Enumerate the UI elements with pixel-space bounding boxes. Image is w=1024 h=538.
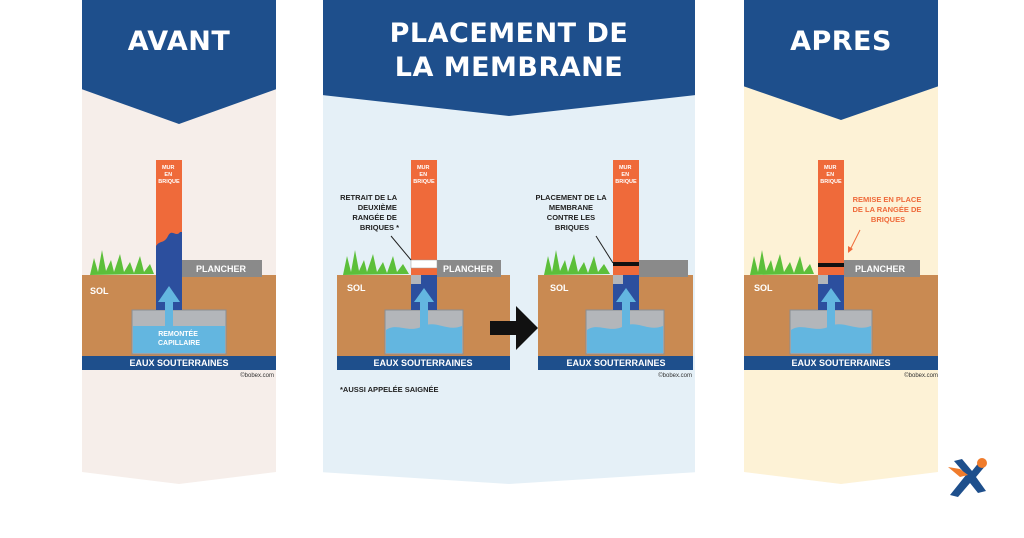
diagram-placement-step1: MUR EN BRIQUE RETRAIT DE LA DEUXIÈME RAN…: [337, 160, 510, 370]
bobex-person-logo-icon: [948, 458, 987, 497]
replace-label: REMISE EN PLACE DE LA RANGÉE DE BRIQUES: [853, 195, 924, 224]
water-pool: [587, 324, 663, 353]
credit-label: ©bobex.com: [658, 372, 692, 379]
grey-corner: [613, 275, 623, 284]
capillary-label: REMONTÉE CAPILLAIRE: [158, 329, 200, 347]
pointer-line: [390, 235, 412, 261]
diagram-placement-step2: MUR EN BRIQUE PLACEMENT DE LA MEMBRANE C…: [535, 160, 693, 379]
panel-banner: PLACEMENT DE LA MEMBRANE: [323, 0, 695, 116]
groundwater-band: [337, 356, 510, 370]
wall-label: MUR EN BRIQUE: [413, 165, 435, 185]
panel-title-line2: LA MEMBRANE: [394, 52, 624, 83]
capillary-arrow: [158, 286, 180, 340]
water-pool: [386, 324, 462, 353]
water-pool: [791, 324, 871, 353]
membrane-label: PLACEMENT DE LA MEMBRANE CONTRE LES BRIQ…: [535, 193, 608, 232]
capillary-arrow: [616, 288, 636, 338]
floor-slab: [840, 260, 920, 277]
groundwater-label: EAUX SOUTERRAINES: [566, 358, 665, 368]
floor-slab: [429, 260, 501, 277]
wall-label: MUR EN BRIQUE: [615, 165, 637, 185]
capillary-arrow: [414, 288, 434, 338]
removal-label: RETRAIT DE LA DEUXIÈME RANGÉE DE BRIQUES…: [340, 193, 399, 232]
footnote: *AUSSI APPELÉE SAIGNÉE: [340, 385, 439, 394]
floor-slab: [632, 260, 688, 277]
grey-corner: [411, 275, 421, 284]
membrane: [818, 263, 844, 267]
pointer-arrowhead: [848, 246, 853, 253]
soil-label: SOL: [90, 286, 109, 296]
diagram-avant: MUR EN BRIQUE PLANCHER SOL REMONTÉE CAPI…: [82, 160, 276, 379]
pointer-line: [595, 235, 614, 264]
floor-slab: [180, 260, 262, 277]
groundwater-label: EAUX SOUTERRAINES: [791, 358, 890, 368]
floor-label: PLANCHER: [855, 264, 906, 274]
groundwater-band: [744, 356, 938, 370]
brick-gap: [410, 259, 438, 269]
grey-corner: [818, 275, 828, 284]
capillary-arrow: [821, 288, 841, 338]
groundwater-band: [82, 356, 276, 370]
soil-label: SOL: [754, 283, 773, 293]
groundwater-label: EAUX SOUTERRAINES: [129, 358, 228, 368]
panel-title: AVANT: [127, 26, 231, 58]
grass: [750, 250, 814, 275]
membrane: [613, 262, 639, 266]
water-pool: [133, 326, 225, 353]
grass: [544, 250, 610, 275]
wet-zone: [156, 232, 182, 310]
soil-label: SOL: [550, 283, 569, 293]
wall-label: MUR EN BRIQUE: [820, 165, 842, 185]
pointer-arrow: [849, 229, 861, 251]
right-arrow-icon: [490, 306, 538, 350]
floor-label: PLANCHER: [196, 264, 247, 274]
diagram-apres: MUR EN BRIQUE REMISE EN PLACE DE LA RANG…: [744, 160, 938, 379]
credit-label: ©bobex.com: [240, 372, 274, 379]
groundwater-label: EAUX SOUTERRAINES: [373, 358, 472, 368]
soil-label: SOL: [347, 283, 366, 293]
credit-label: ©bobex.com: [904, 372, 938, 379]
floor-label: PLANCHER: [443, 264, 494, 274]
wall-label: MUR EN BRIQUE: [158, 165, 180, 185]
panel-title: APRES: [790, 26, 892, 58]
groundwater-band: [538, 356, 693, 370]
panel-title-line1: PLACEMENT DE: [389, 18, 629, 50]
grass: [90, 250, 154, 275]
grass: [343, 250, 409, 275]
